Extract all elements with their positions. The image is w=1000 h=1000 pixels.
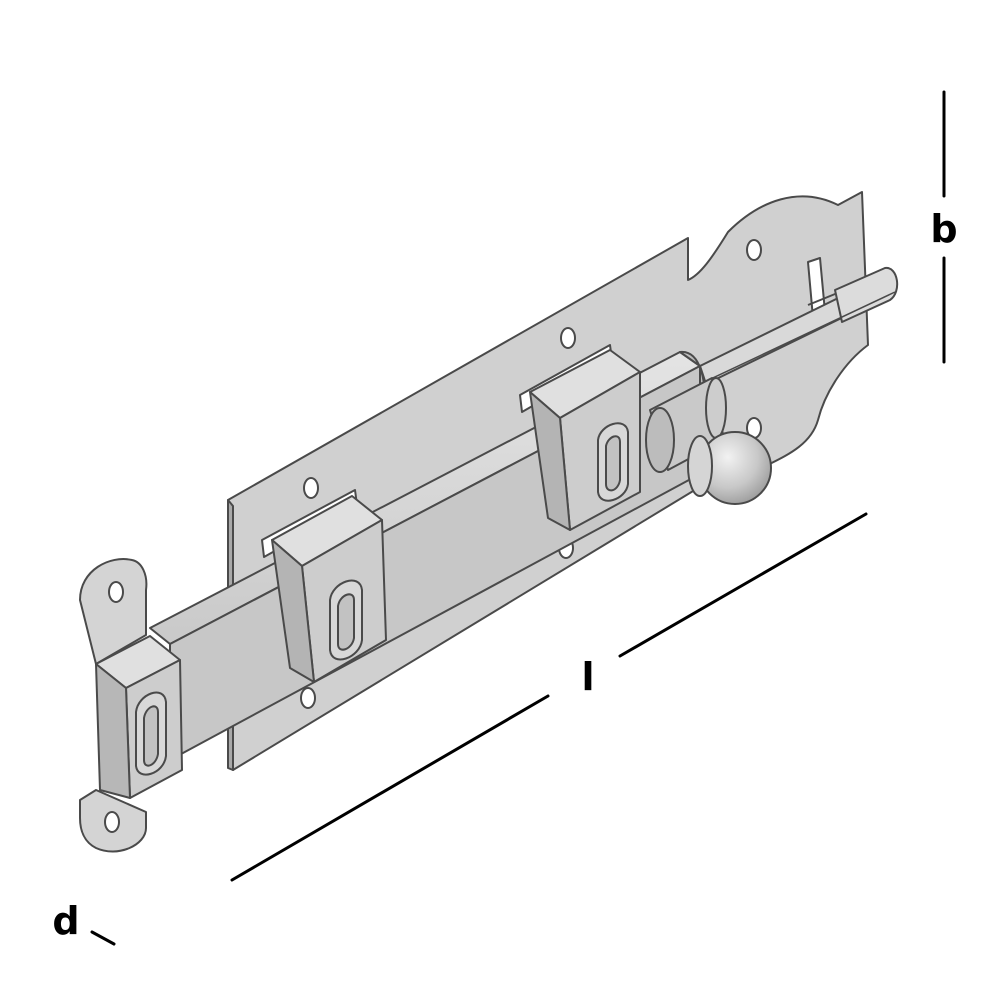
screw-hole xyxy=(303,477,319,499)
knob-handle xyxy=(645,377,772,505)
screw-hole xyxy=(300,687,316,709)
dimension-lines xyxy=(90,90,946,946)
depth-label: d xyxy=(52,899,79,943)
length-label: l xyxy=(581,655,594,699)
screw-hole xyxy=(104,811,120,833)
length-dimension-line-upper xyxy=(618,512,868,658)
screw-hole xyxy=(560,327,576,349)
keeper-staple xyxy=(271,495,387,683)
screw-hole xyxy=(108,581,124,603)
end-keeper xyxy=(79,558,183,853)
screw-hole xyxy=(746,239,762,261)
width-label: b xyxy=(930,207,957,251)
length-dimension-line-lower xyxy=(230,694,550,882)
depth-dimension-tick xyxy=(90,930,116,946)
keeper-staple xyxy=(529,349,641,531)
